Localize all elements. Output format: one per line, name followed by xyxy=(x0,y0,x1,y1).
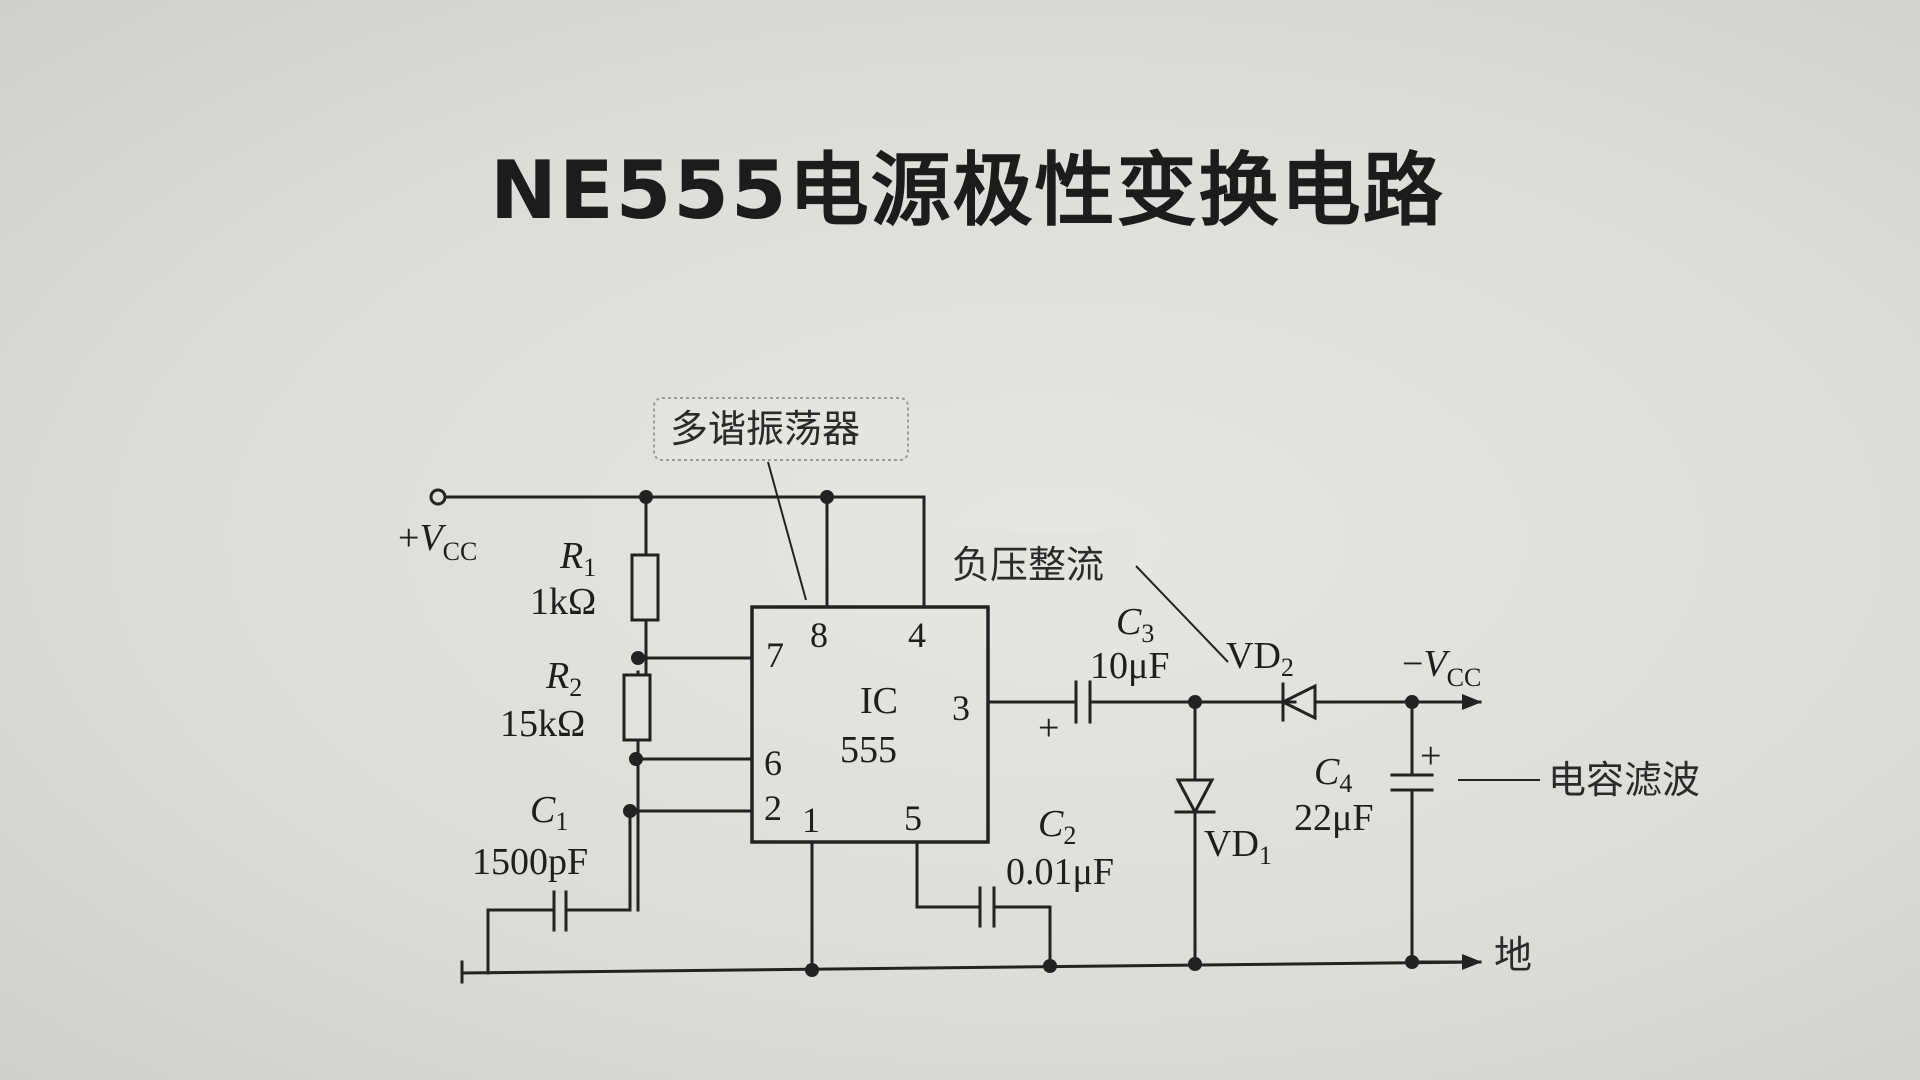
negative-vcc-label: −VCC xyxy=(1402,643,1481,692)
multivibrator-leader xyxy=(767,461,807,601)
page-title: NE555电源极性变换电路 xyxy=(490,144,1445,237)
c3-plus-sign: + xyxy=(1038,707,1059,749)
vcc-terminal-icon xyxy=(429,488,447,506)
diode-vd1 xyxy=(1174,778,1216,816)
ground-arrow-icon xyxy=(1462,954,1482,970)
c1-symbol: C1 xyxy=(530,789,568,836)
c3-symbol: C3 xyxy=(1116,601,1154,648)
pin-8: 8 xyxy=(810,615,828,655)
c2-symbol: C2 xyxy=(1038,803,1076,850)
pin-2: 2 xyxy=(764,788,782,828)
vd2-label: VD2 xyxy=(1226,635,1294,682)
r1-value: 1kΩ xyxy=(530,581,596,623)
rectifier-leader xyxy=(1135,565,1229,663)
wires xyxy=(442,495,1482,984)
rectifier-tag-box xyxy=(944,532,1130,592)
multivibrator-label: 多谐振荡器 xyxy=(670,407,860,451)
capacitor-c4 xyxy=(1390,773,1434,792)
pin-4: 4 xyxy=(908,615,926,655)
capacitor-c2 xyxy=(978,886,996,928)
pin-7: 7 xyxy=(766,635,784,675)
negative-rectifier-label: 负压整流 xyxy=(952,543,1104,587)
positive-vcc-label: +VCC xyxy=(398,517,477,566)
r2-symbol: R2 xyxy=(545,655,582,702)
c3-value: 10μF xyxy=(1090,645,1170,687)
r1-symbol: R1 xyxy=(559,535,596,582)
junction-dots xyxy=(623,490,1419,977)
c4-value: 22μF xyxy=(1294,797,1374,839)
pin-3: 3 xyxy=(952,688,970,728)
r2-value: 15kΩ xyxy=(500,703,585,745)
capacitor-filter-label: 电容滤波 xyxy=(1548,758,1700,802)
c2-value: 0.01μF xyxy=(1006,851,1114,893)
c1-value: 1500pF xyxy=(472,841,588,883)
capacitor-c1 xyxy=(552,890,568,932)
vd1-label: VD1 xyxy=(1204,823,1272,870)
ic-555-body xyxy=(750,605,990,844)
c4-symbol: C4 xyxy=(1314,751,1352,798)
resistor-r1 xyxy=(630,553,660,622)
multivibrator-tag-box xyxy=(653,397,909,461)
negative-output-arrow-icon xyxy=(1462,694,1482,710)
pin-5: 5 xyxy=(904,798,922,838)
pin-6: 6 xyxy=(764,743,782,783)
c4-plus-sign: + xyxy=(1420,735,1441,777)
ic-model: 555 xyxy=(840,729,897,771)
diode-vd2 xyxy=(1279,682,1317,722)
ground-label: 地 xyxy=(1494,933,1532,977)
resistor-r2 xyxy=(622,673,652,742)
capacitor-c3 xyxy=(1074,680,1092,724)
pin-1: 1 xyxy=(802,800,820,840)
output-arrows xyxy=(1410,694,1482,970)
ic-label: IC xyxy=(860,680,898,722)
